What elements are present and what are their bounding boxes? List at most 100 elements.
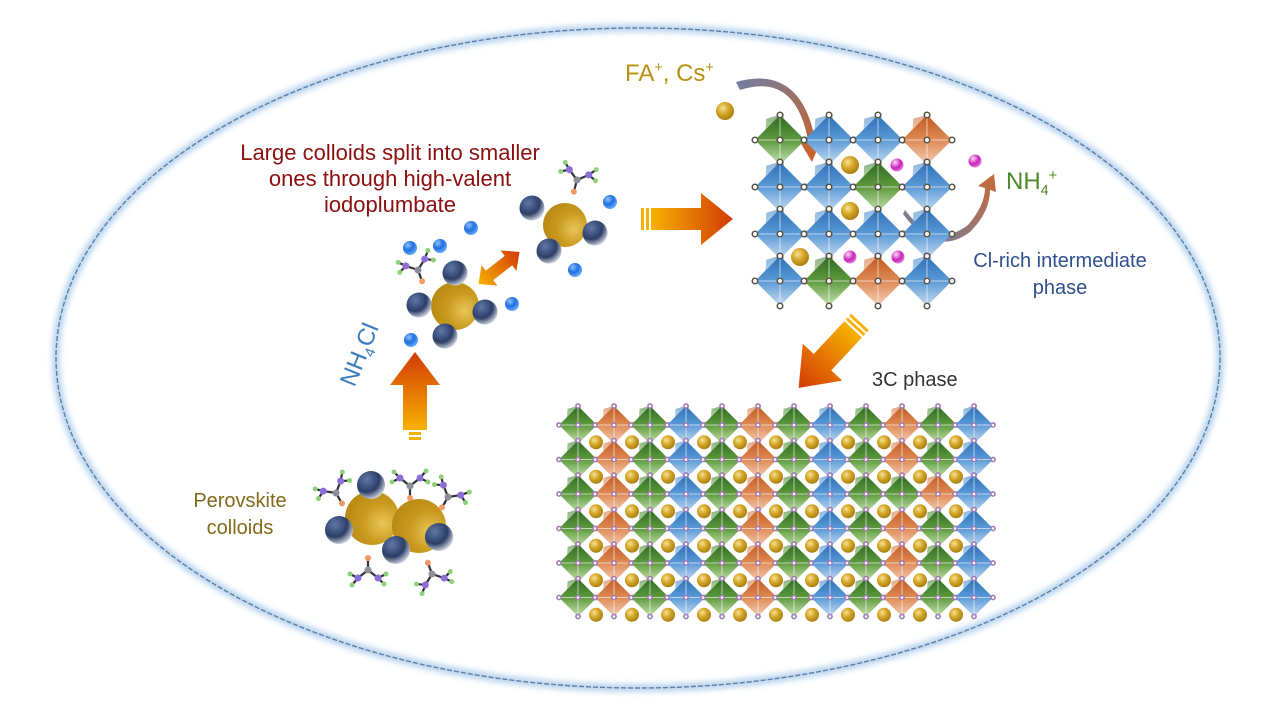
halide-node (736, 422, 742, 428)
hydrogen-atom (397, 269, 403, 275)
halide-node (863, 525, 869, 532)
ligand-molecule (395, 247, 437, 285)
octahedron-blue (952, 437, 996, 482)
halide-node (863, 506, 869, 513)
halide-node (700, 456, 706, 463)
halide-node (916, 525, 922, 532)
halide-node (899, 491, 905, 497)
hydrogen-atom (431, 482, 437, 488)
halide-node (935, 594, 941, 601)
carbon-atom (428, 570, 436, 578)
halide-node (916, 456, 922, 463)
caption-line: Cl-rich intermediate (973, 250, 1147, 272)
halide-node (575, 403, 581, 409)
halide-node (825, 158, 833, 166)
subscript: 4 (1040, 182, 1049, 199)
hydrogen-atom (425, 479, 431, 485)
intermediate-phase-label: Cl-rich intermediate phase (955, 248, 1165, 302)
iodide-ion (433, 239, 447, 253)
halide-node (971, 491, 977, 497)
halide-node (719, 437, 725, 444)
caption-line: phase (1032, 277, 1088, 299)
octahedron-blue (952, 472, 996, 516)
halide-node (683, 491, 689, 497)
halide-node (647, 422, 653, 428)
halide-node (755, 541, 761, 547)
halide-node (916, 491, 922, 497)
halide-node (700, 525, 706, 532)
octahedron-orange (880, 437, 924, 482)
halide-node (647, 613, 653, 620)
octahedron-blue (808, 575, 852, 620)
carbon-atom (364, 566, 372, 574)
halide-node (923, 111, 931, 119)
halide-node (827, 560, 833, 566)
octahedron-blue (849, 205, 907, 263)
halide-node (719, 491, 725, 497)
cation-insertion-arrow (736, 78, 822, 162)
a-site-cation (589, 573, 603, 588)
halide-node (755, 613, 761, 620)
a-site-cation (769, 435, 783, 450)
a-site-cation (913, 607, 927, 622)
iodide-ion (603, 195, 617, 209)
hydrogen-atom (315, 496, 321, 502)
nitrogen-atom (337, 477, 345, 485)
iodide-ligand (432, 323, 458, 349)
halide-node (611, 491, 617, 497)
a-site-cation (877, 573, 891, 588)
ammonium-release-label: NH4+ (1006, 168, 1057, 199)
boundary-ellipse (52, 24, 1224, 692)
nitrogen-atom (439, 481, 447, 489)
octahedron-blue (952, 506, 996, 551)
halide-node (736, 525, 742, 532)
octahedron-green (628, 437, 672, 482)
halide-node (647, 472, 653, 478)
a-site-cation (841, 469, 855, 484)
a-site-cation (841, 156, 859, 174)
ammonium-ion (890, 158, 904, 172)
nitrogen-atom (402, 262, 410, 270)
a-site-cation (949, 538, 963, 553)
halide-node (791, 525, 797, 532)
caption-line: Perovskite (193, 490, 287, 512)
halide-node (844, 560, 850, 566)
halide-node (628, 422, 634, 428)
caption-line: ones through high-valent (268, 166, 512, 191)
halide-node (556, 422, 562, 428)
nitrogen-atom (440, 574, 448, 582)
halide-node (776, 302, 784, 310)
nitrogen-atom (396, 474, 404, 482)
halide-node (664, 456, 670, 463)
a-site-cation (733, 435, 747, 450)
a-site-cation (661, 469, 675, 484)
halide-node (899, 472, 905, 478)
a-site-cation (589, 469, 603, 484)
halide-node (971, 456, 977, 463)
halide-node (647, 437, 653, 444)
hydrogen-atom (339, 469, 345, 475)
hydrogen-atom (431, 257, 437, 263)
hydrogen-atom (466, 489, 472, 495)
iodide-ion (568, 263, 582, 277)
ammonium-ion (843, 250, 857, 264)
halide-node (719, 575, 725, 582)
a-site-cation (841, 573, 855, 588)
a-site-cation (733, 504, 747, 519)
octahedron-blue (898, 205, 956, 263)
a-site-cation (625, 469, 639, 484)
carbon-atom (444, 493, 452, 501)
halide-node (827, 506, 833, 513)
halide-node (751, 230, 759, 238)
halide-node (611, 456, 617, 463)
halide-node (971, 506, 977, 513)
halide-node (935, 506, 941, 513)
a-site-cation (733, 538, 747, 553)
halide-node (611, 541, 617, 547)
iodide-ligand (442, 260, 468, 286)
halide-node (755, 594, 761, 601)
halide-node (952, 491, 958, 497)
halide-node (611, 506, 617, 513)
halide-node (719, 456, 725, 463)
halide-node (935, 491, 941, 497)
